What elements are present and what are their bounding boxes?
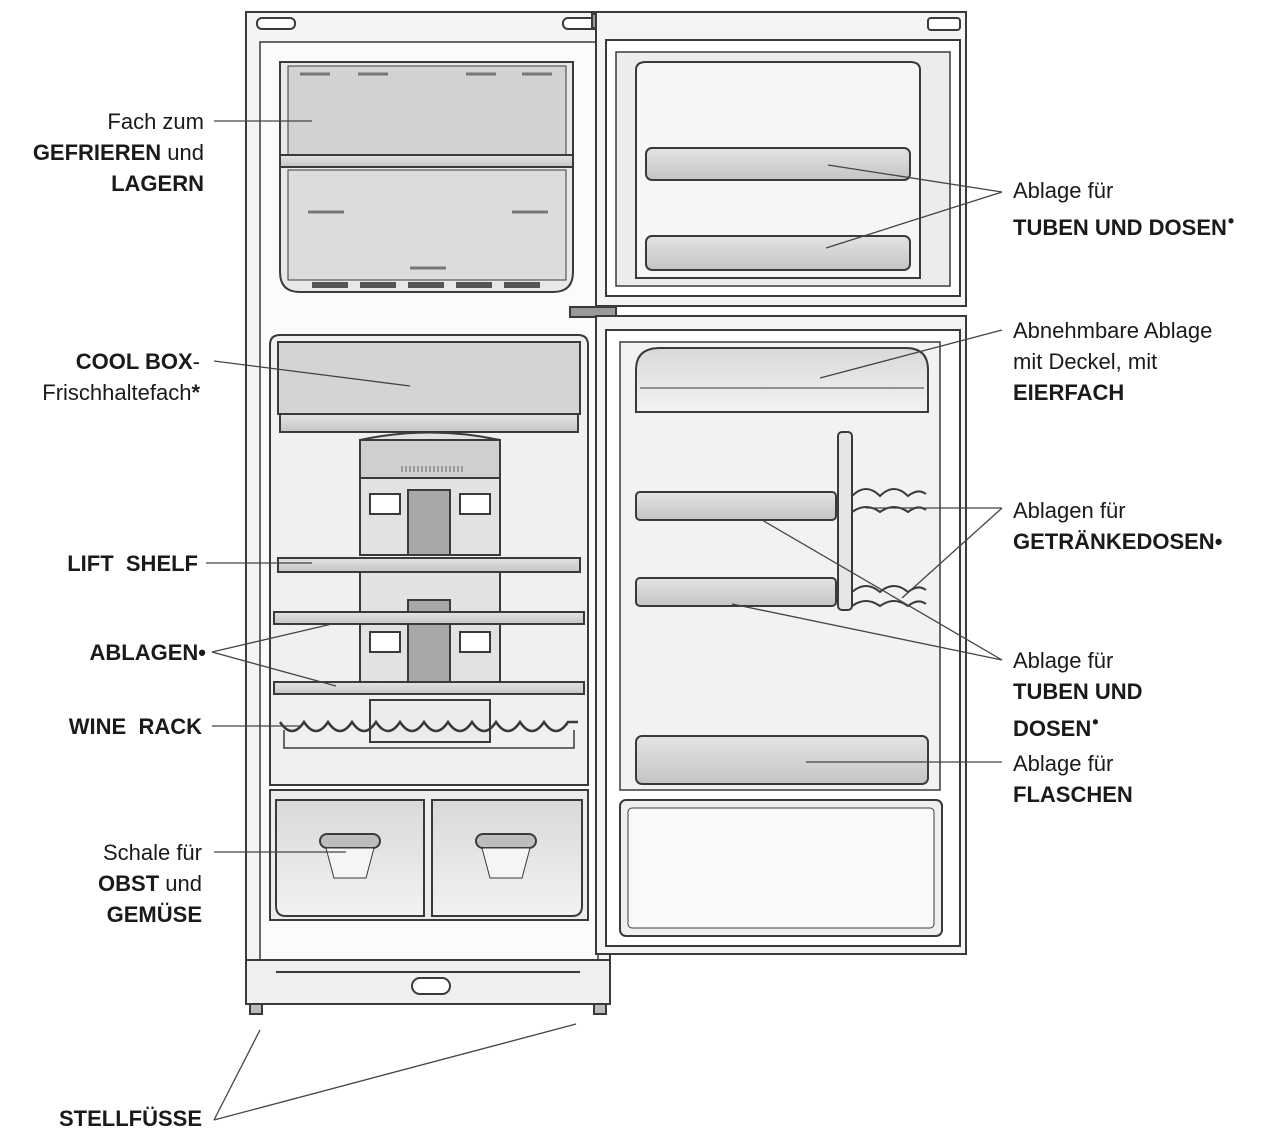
freezer-compartment: [279, 61, 574, 293]
label-crisper: Schale für OBST und GEMÜSE: [98, 837, 202, 930]
label-can-rack-line2: GETRÄNKEDOSEN: [1013, 529, 1215, 554]
fridge-base: [245, 959, 611, 1015]
label-egg-tray-line1: Abnehmbare Ablage: [1013, 318, 1213, 343]
label-ablagen-text: ABLAGEN: [89, 640, 199, 665]
label-freezer-bold: GEFRIEREN: [32, 140, 162, 165]
label-ablagen-mark: •: [198, 640, 206, 665]
label-freezer-rest: und: [161, 140, 204, 165]
label-can-rack-mark: •: [1214, 529, 1223, 554]
label-egg-tray-line2: mit Deckel, mit: [1013, 349, 1158, 374]
label-bottle-shelf-line2: FLASCHEN: [1013, 782, 1133, 807]
label-door-tubes-mid-line1: Ablage für: [1013, 648, 1114, 673]
label-feet: STELLFÜSSE: [59, 1103, 202, 1134]
label-crisper-bold: OBST: [98, 871, 160, 896]
fridge-compartment: [269, 334, 589, 921]
label-crisper-rest: und: [159, 871, 202, 896]
freezer-door: [595, 11, 967, 307]
label-crisper-line3: GEMÜSE: [106, 902, 202, 927]
label-door-tubes-mid-mark: •: [1092, 712, 1099, 732]
label-bottle-shelf-line1: Ablage für: [1013, 751, 1114, 776]
label-door-tubes-top-line2: TUBEN UND DOSEN: [1013, 215, 1227, 240]
label-door-tubes-mid: Ablage für TUBEN UND DOSEN•: [1013, 645, 1143, 744]
label-door-tubes-mid-line3: DOSEN: [1013, 716, 1092, 741]
label-wine-rack-text: WINE RACK: [68, 714, 202, 739]
label-freezer-line3: LAGERN: [111, 171, 204, 196]
label-coolbox-dash: -: [192, 349, 200, 374]
label-door-tubes-top-mark: •: [1227, 211, 1235, 231]
label-coolbox: COOL BOX- Frischhaltefach*: [42, 346, 200, 408]
label-can-rack: Ablagen für GETRÄNKEDOSEN•: [1013, 495, 1222, 557]
label-egg-tray: Abnehmbare Ablage mit Deckel, mit EIERFA…: [1013, 315, 1212, 408]
label-feet-text: STELLFÜSSE: [58, 1106, 202, 1131]
label-lift-shelf-text: LIFT SHELF: [67, 551, 198, 576]
label-door-tubes-top-line1: Ablage für: [1013, 178, 1114, 203]
label-lift-shelf: LIFT SHELF: [67, 548, 198, 579]
label-wine-rack: WINE RACK: [69, 711, 202, 742]
label-egg-tray-line3: EIERFACH: [1013, 380, 1125, 405]
label-can-rack-line1: Ablagen für: [1013, 498, 1126, 523]
label-bottle-shelf: Ablage für FLASCHEN: [1013, 748, 1133, 810]
label-freezer-line1: Fach zum: [107, 109, 204, 134]
label-coolbox-mark: *: [191, 380, 200, 405]
label-coolbox-line2: Frischhaltefach: [42, 380, 192, 405]
label-door-tubes-mid-line2: TUBEN UND: [1013, 679, 1143, 704]
label-door-tubes-top: Ablage für TUBEN UND DOSEN•: [1013, 175, 1234, 243]
label-coolbox-bold: COOL BOX: [75, 349, 193, 374]
label-crisper-line1: Schale für: [102, 840, 202, 865]
label-freezer: Fach zum GEFRIEREN und LAGERN: [33, 106, 204, 199]
leader-lines: [206, 120, 1003, 1121]
fridge-door: [595, 315, 967, 955]
label-ablagen: ABLAGEN•: [90, 637, 206, 668]
